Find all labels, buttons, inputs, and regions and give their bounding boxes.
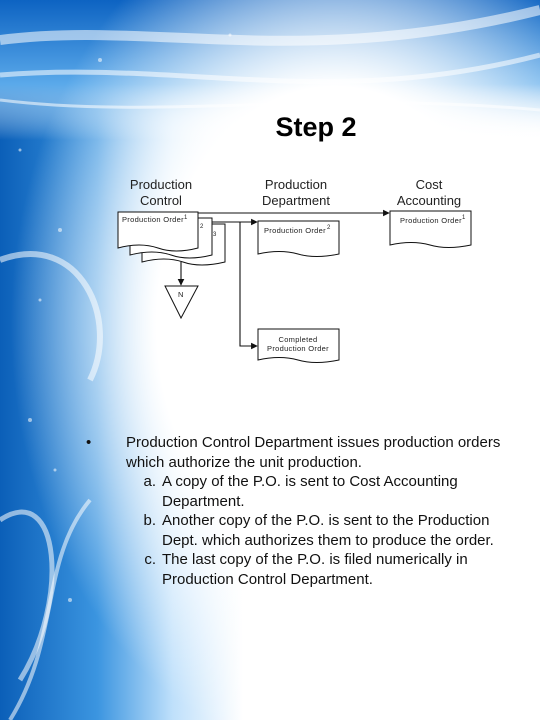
- slide-title: Step 2: [275, 112, 357, 142]
- column-header-line: Production: [129, 177, 193, 192]
- sub-item-letter: b.: [143, 512, 156, 529]
- copy-number: 2: [327, 225, 331, 231]
- copy-number: 2: [200, 224, 204, 230]
- bullet-block: • Production Control Department issues p…: [86, 433, 526, 589]
- column-header-line: Cost: [415, 177, 443, 192]
- completed-order-line: Completed: [279, 335, 318, 344]
- sub-item-text: The last copy of the P.O. is filed numer…: [162, 551, 468, 588]
- doc-label-production-control: Production Order: [122, 215, 184, 224]
- column-header-line: Department: [262, 193, 330, 208]
- doc-label-production-dept: Production Order: [264, 226, 326, 235]
- sub-item: c. The last copy of the P.O. is filed nu…: [86, 550, 526, 589]
- document-production-dept: [257, 220, 340, 257]
- column-header-line: Production: [264, 177, 328, 192]
- sub-item: b. Another copy of the P.O. is sent to t…: [86, 511, 526, 550]
- column-header-production-control: Production Control: [111, 177, 211, 209]
- file-label: N: [178, 290, 184, 299]
- completed-order-line: Production Order: [267, 344, 329, 353]
- copy-number: 1: [184, 215, 188, 221]
- copy-number: 3: [213, 232, 217, 238]
- column-header-production-department: Production Department: [246, 177, 346, 209]
- file-triangle: [164, 285, 199, 320]
- document-copy-1: [117, 211, 199, 252]
- sub-item: a. A copy of the P.O. is sent to Cost Ac…: [86, 472, 526, 511]
- sub-item-text: A copy of the P.O. is sent to Cost Accou…: [162, 473, 458, 510]
- copy-number: 1: [462, 215, 466, 221]
- sub-item-text: Another copy of the P.O. is sent to the …: [162, 512, 494, 549]
- document-completed-order: [257, 328, 340, 363]
- document-cost-accounting: [389, 210, 472, 248]
- doc-label-cost-accounting: Production Order: [400, 216, 462, 225]
- sub-item-letter: c.: [144, 551, 156, 568]
- column-header-line: Accounting: [396, 193, 462, 208]
- bullet-text: Production Control Department issues pro…: [126, 434, 501, 471]
- column-header-line: Control: [140, 193, 182, 208]
- bullet-marker: •: [86, 434, 92, 451]
- column-header-cost-accounting: Cost Accounting: [379, 177, 479, 209]
- sub-item-letter: a.: [143, 473, 156, 490]
- flow-line-to-completed: [239, 222, 258, 350]
